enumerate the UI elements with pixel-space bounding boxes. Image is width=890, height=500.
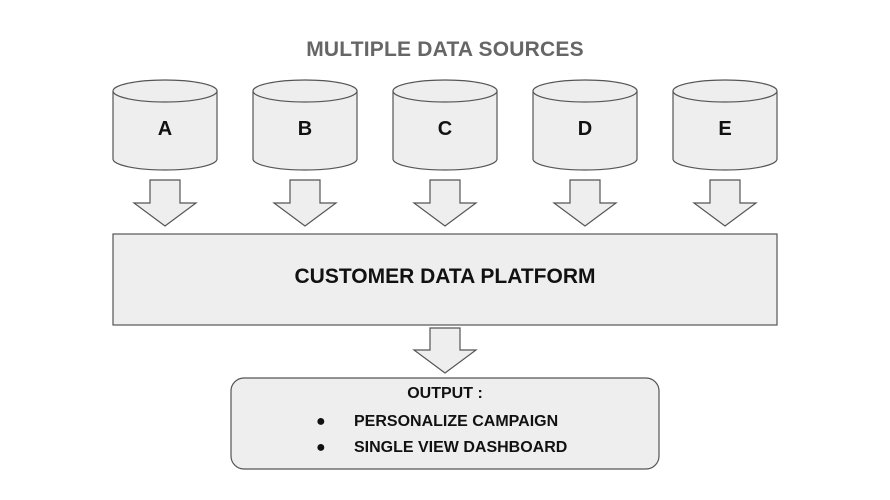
- arrow-down-icon-output: [412, 327, 478, 374]
- arrow-down-icon-a: [132, 179, 198, 227]
- platform-box: [112, 233, 778, 326]
- source-label-b: B: [297, 118, 313, 140]
- source-label-d: D: [577, 118, 593, 140]
- output-item-label: SINGLE VIEW DASHBOARD: [354, 439, 568, 456]
- database-d-cylinder: [532, 79, 638, 171]
- arrow-down-icon-e: [692, 179, 758, 227]
- source-label-c: C: [437, 118, 453, 140]
- source-label-e: E: [718, 118, 732, 140]
- source-label-a: A: [157, 118, 173, 140]
- output-box: [230, 377, 660, 470]
- output-title: OUTPUT :: [407, 385, 483, 402]
- bullet-icon: ●: [316, 439, 326, 456]
- database-b-cylinder: [252, 79, 358, 171]
- database-a-cylinder: [112, 79, 218, 171]
- arrow-down-icon-b: [272, 179, 338, 227]
- diagram-title: MULTIPLE DATA SOURCES: [306, 38, 584, 61]
- output-item-personalize-campaign: ● PERSONALIZE CAMPAIGN: [316, 413, 558, 431]
- arrow-down-icon-d: [552, 179, 618, 227]
- platform-label: CUSTOMER DATA PLATFORM: [294, 265, 596, 288]
- bullet-icon: ●: [316, 413, 326, 430]
- arrow-down-icon-c: [412, 179, 478, 227]
- output-item-single-view-dashboard: ● SINGLE VIEW DASHBOARD: [316, 439, 567, 457]
- database-c-cylinder: [392, 79, 498, 171]
- output-item-label: PERSONALIZE CAMPAIGN: [354, 413, 559, 430]
- database-e-cylinder: [672, 79, 778, 171]
